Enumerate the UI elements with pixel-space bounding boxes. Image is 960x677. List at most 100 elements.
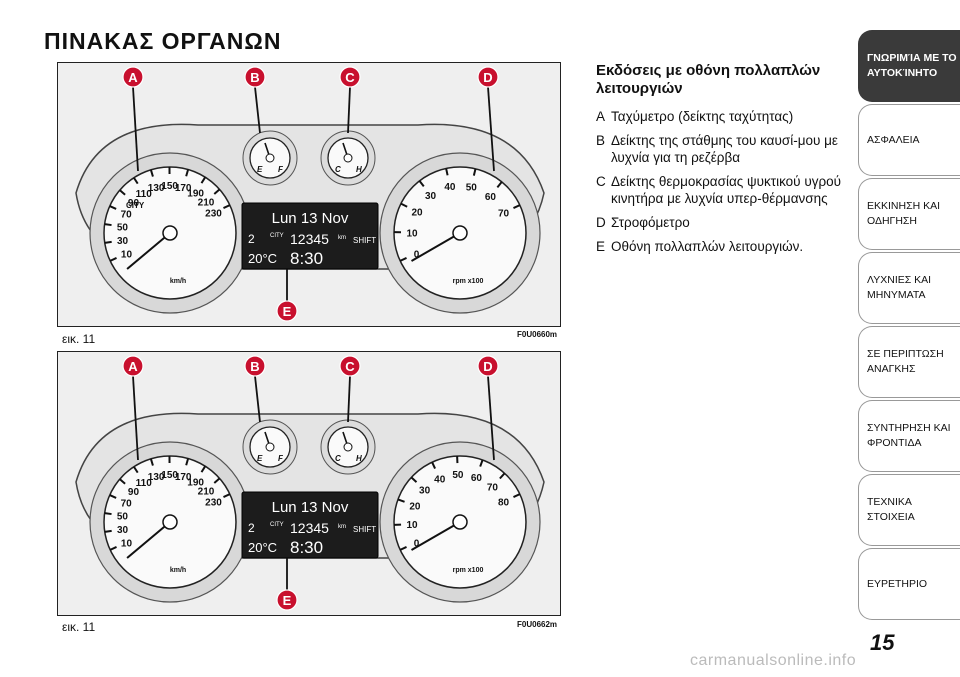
tab-warning-lights[interactable]: ΛΥΧΝΙΕΣ ΚΑΙ ΜΗΝΥΜΑΤΑ: [858, 252, 960, 324]
tachometer-tick-label: 70: [487, 483, 499, 494]
speedometer-tick-label: 50: [117, 223, 129, 234]
tachometer-tick-label: 40: [434, 474, 446, 485]
callout-b-leader: [254, 86, 261, 134]
callout-a-letter: A: [128, 359, 138, 374]
city-mode-label: CITY: [126, 201, 145, 210]
speedometer-tick-label: 190: [187, 188, 204, 199]
tachometer-tick-label: 0: [414, 538, 420, 549]
tachometer-tick-label: 20: [409, 502, 421, 513]
fuel-gauge-hub: [265, 153, 275, 163]
callout-a-marker: [122, 355, 144, 377]
gauge-tick: [472, 168, 477, 176]
tachometer-tick-label: 70: [498, 209, 510, 220]
speedometer-tick-label: 150: [161, 470, 178, 481]
callout-e-letter: E: [283, 593, 292, 608]
gauge-tick: [499, 472, 506, 480]
speedometer-tick-label: 130: [148, 472, 165, 483]
gauge-tick: [119, 189, 126, 196]
callout-a-letter: A: [128, 70, 138, 85]
tachometer-tick-label: 50: [466, 182, 478, 193]
tab-index[interactable]: ΕΥΡΕΤΗΡΙΟ: [858, 548, 960, 620]
gauge-tick: [149, 458, 154, 466]
display-gear: 2: [248, 521, 255, 535]
display-odometer: 12345: [290, 520, 329, 536]
gauge-unit-label: km/h: [170, 278, 186, 285]
gauge-needle: [411, 521, 461, 551]
speedometer-tick-label: 210: [198, 486, 215, 497]
legend-key: A: [596, 109, 606, 124]
gauge-tick: [133, 177, 139, 185]
callout-c-letter: C: [345, 70, 355, 85]
temperature-gauge-hub: [343, 153, 353, 163]
gauge-hub: [162, 514, 178, 530]
legend-text: Στροφόμετρο: [611, 215, 690, 230]
gauge-tick: [109, 257, 117, 262]
tab-safety[interactable]: ΑΣΦΑΛΕΙΑ: [858, 104, 960, 176]
speedometer-tick-label: 10: [121, 249, 133, 260]
speedometer-tick-label: 70: [121, 209, 133, 220]
gauge-unit-label: rpm x100: [453, 278, 484, 285]
temperature-gauge-min-label: C: [335, 454, 341, 463]
legend-section: Εκδόσεις με οθόνη πολλαπλών λειτουργιών …: [596, 62, 852, 262]
tachometer-tick-label: 30: [419, 486, 431, 497]
display-date: Lun 13 Nov: [272, 499, 349, 516]
speedometer-tick-label: 70: [121, 498, 133, 509]
fuel-gauge-max-label: F: [278, 454, 284, 463]
gauge-tick: [104, 240, 112, 244]
legend-key: E: [596, 239, 606, 254]
display-temperature: 20°C: [248, 251, 277, 266]
gauge-tick: [400, 202, 408, 208]
callout-c-leader: [347, 375, 351, 423]
tab-technical-data[interactable]: ΤΕΧΝΙΚΑ ΣΤΟΙΧΕΙΑ: [858, 474, 960, 546]
callout-d-letter: D: [483, 359, 492, 374]
gauge-needle: [126, 521, 171, 559]
speedometer-tick-label: 170: [175, 183, 192, 194]
gauge-hub: [162, 225, 178, 241]
temperature-gauge-max-label: H: [356, 454, 362, 463]
callout-d-letter: D: [483, 70, 492, 85]
speedometer-tick-label: 210: [198, 197, 215, 208]
tab-emergency[interactable]: ΣΕ ΠΕΡΙΠΤΩΣΗ ΑΝΑΓΚΗΣ: [858, 326, 960, 398]
gauge-tick: [513, 493, 521, 498]
fuel-gauge-min-label: E: [257, 165, 263, 174]
speedometer-tick-label: 50: [117, 512, 129, 523]
display-time: 8:30: [290, 538, 323, 557]
gauge-tick: [479, 459, 484, 467]
watermark: carmanualsonline.info: [690, 652, 857, 669]
gauge-tick: [185, 169, 190, 177]
callout-d-leader: [487, 86, 495, 172]
gauge-tick: [109, 494, 117, 499]
tab-getting-to-know[interactable]: ΓΝΩΡΙΜΊΑ ΜΕ ΤΟ ΑΥΤΟΚΊΝΗΤΟ: [858, 30, 960, 102]
gauge-tick: [418, 180, 425, 188]
gauge-tick: [445, 168, 449, 176]
callout-c-marker: [339, 66, 361, 88]
speedometer-tick-label: 150: [161, 181, 178, 192]
callout-d-leader: [487, 375, 495, 461]
tachometer-tick-label: 10: [406, 520, 418, 531]
display-shift: SHIFT: [353, 236, 376, 245]
tachometer-tick-label: 60: [485, 192, 497, 203]
multifunction-display: [241, 202, 379, 270]
speedometer-tick-label: 230: [205, 209, 222, 220]
gauge-tick: [109, 205, 117, 210]
gauge-tick: [200, 465, 207, 473]
callout-d-marker: [477, 66, 499, 88]
speedometer-tick-label: 170: [175, 472, 192, 483]
instrument-panel-illustration: 1030507090110130150170190210230km/h01020…: [75, 66, 545, 322]
fuel-gauge-min-label: E: [257, 454, 263, 463]
figure-code: F0U0660m: [517, 330, 558, 339]
callout-e-letter: E: [283, 304, 292, 319]
callout-e-marker: [276, 300, 298, 322]
gauge-tick: [223, 493, 231, 498]
gauge-tick: [104, 223, 112, 227]
tab-starting-driving[interactable]: ΕΚΚΙΝΗΣΗ ΚΑΙ ΟΔΗΓΗΣΗ: [858, 178, 960, 250]
tab-maintenance[interactable]: ΣΥΝΤΗΡΗΣΗ ΚΑΙ ΦΡΟΝΤΙΔΑ: [858, 400, 960, 472]
display-time: 8:30: [290, 249, 323, 268]
page-number: 15: [870, 630, 895, 655]
speedometer-tick-label: 90: [128, 198, 140, 209]
speedometer-tick-label: 90: [128, 487, 140, 498]
callout-e-marker: [276, 589, 298, 611]
